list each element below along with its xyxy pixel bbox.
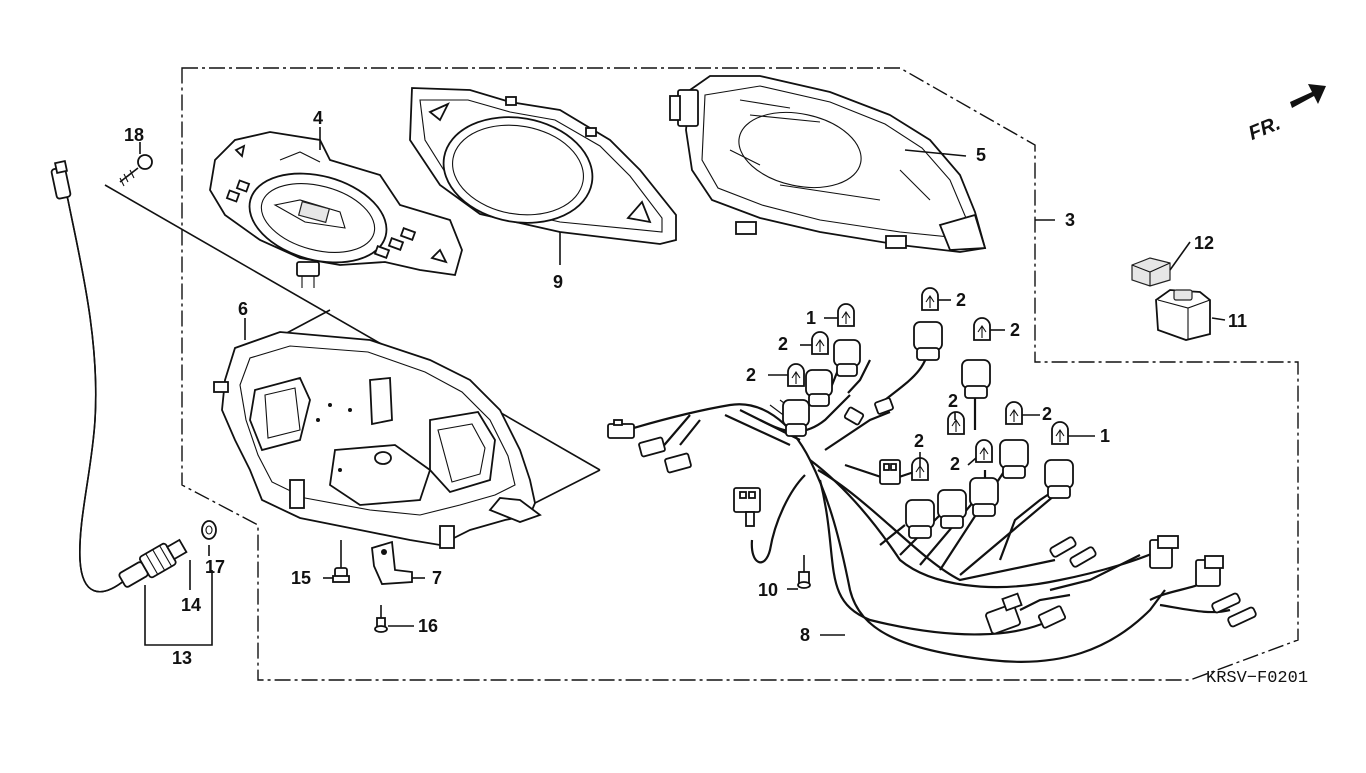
bracket [371, 540, 413, 585]
meter-lens [669, 75, 987, 253]
diagram-code: KRSV−F0201 [1206, 669, 1308, 688]
callout-17: 17 [205, 557, 225, 577]
callout-11: 11 [1228, 311, 1247, 331]
callout-6: 6 [238, 299, 248, 319]
callout-15: 15 [291, 568, 311, 588]
connector [985, 592, 1023, 635]
callout-13: 13 [172, 648, 192, 668]
callout-2f: 2 [1042, 404, 1052, 424]
screw [797, 555, 811, 589]
callout-2e: 2 [948, 391, 958, 411]
connector [1049, 536, 1077, 558]
callout-2g: 2 [914, 431, 924, 451]
meter-visor [409, 87, 677, 245]
callout-7: 7 [432, 568, 442, 588]
bulb-socket [782, 399, 810, 437]
bulb-socket [969, 477, 999, 517]
washer [201, 520, 217, 540]
meter-panel [209, 131, 463, 288]
callout-2d: 2 [746, 365, 756, 385]
callout-10: 10 [758, 580, 778, 600]
screw [119, 154, 153, 187]
connector [1227, 606, 1257, 628]
bulb [921, 287, 939, 311]
bulb [1005, 401, 1023, 425]
connector [607, 419, 635, 439]
connector [1195, 555, 1224, 587]
callout-8: 8 [800, 625, 810, 645]
bulb-socket [961, 359, 991, 399]
bulb [787, 363, 805, 387]
front-direction-label: FR. [1246, 112, 1284, 144]
callout-3: 3 [1065, 210, 1075, 230]
bulb [837, 303, 855, 327]
callout-5: 5 [976, 145, 986, 165]
front-direction-arrow-icon [1290, 84, 1326, 108]
connector [638, 436, 666, 458]
bulb [911, 457, 929, 481]
wire-harness [619, 339, 1231, 663]
callout-1a: 1 [806, 308, 816, 328]
callout-2b: 2 [778, 334, 788, 354]
relay [1155, 289, 1211, 341]
bulb [975, 439, 993, 463]
meter-case [213, 331, 542, 549]
bulb-socket [1044, 459, 1074, 499]
callout-1b: 1 [1100, 426, 1110, 446]
connector [1211, 592, 1241, 614]
screw [374, 605, 388, 633]
bulb-socket [913, 321, 943, 361]
bulb [811, 331, 829, 355]
callout-16: 16 [418, 616, 438, 636]
callout-2c: 2 [1010, 320, 1020, 340]
connector [664, 452, 692, 474]
connector [879, 459, 901, 485]
bulb [1051, 421, 1069, 445]
bulb-socket [999, 439, 1029, 479]
bulb-socket [805, 369, 833, 407]
connector [1037, 605, 1067, 629]
screw [332, 540, 350, 583]
callout-12: 12 [1194, 233, 1214, 253]
callout-4: 4 [313, 108, 323, 128]
bulb [973, 317, 991, 341]
bulb [947, 411, 965, 435]
bulb-socket [937, 489, 967, 529]
callout-18: 18 [124, 125, 144, 145]
bulb-socket [833, 339, 861, 377]
connector [843, 397, 894, 426]
callout-2a: 2 [956, 290, 966, 310]
connector [733, 487, 761, 527]
callout-9: 9 [553, 272, 563, 292]
callout-2h: 2 [950, 454, 960, 474]
bulb-socket [905, 499, 935, 539]
speedometer-cable [50, 160, 188, 593]
connector [1069, 546, 1097, 568]
callout-14: 14 [181, 595, 201, 615]
relay-cushion [1131, 257, 1171, 287]
connector [1149, 535, 1179, 569]
assembly-boundary [181, 67, 1299, 681]
